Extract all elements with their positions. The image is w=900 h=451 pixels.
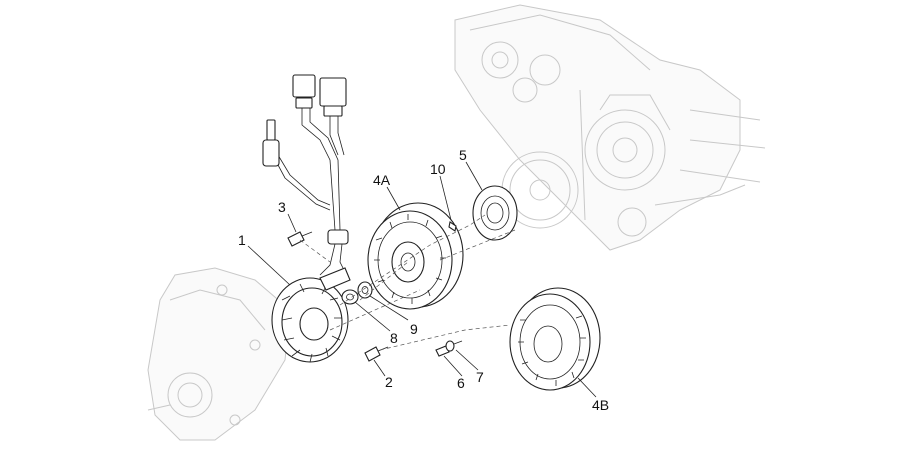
label-part-1: 1 [238, 232, 246, 248]
label-part-9: 9 [410, 321, 418, 337]
leader-lines [247, 161, 597, 398]
part-labels: 1 2 3 4A 4B 5 6 7 8 9 10 [238, 147, 609, 413]
flywheel-rotor-part-4b [509, 287, 601, 391]
assembly-guide-lines [299, 214, 516, 351]
label-part-7: 7 [476, 369, 484, 385]
label-part-10: 10 [430, 161, 446, 177]
stator-part-1 [271, 267, 351, 363]
flywheel-rotor-part-4a [367, 202, 464, 310]
screw-part-2 [364, 346, 389, 362]
screw-part-6-7 [435, 340, 463, 357]
freewheel-part-5 [472, 185, 518, 241]
key-part-10 [448, 221, 457, 232]
label-part-5: 5 [459, 147, 467, 163]
washer-part-9 [357, 281, 373, 299]
label-part-3: 3 [278, 199, 286, 215]
label-part-8: 8 [390, 330, 398, 346]
wiring-harness [262, 74, 349, 276]
label-part-4a: 4A [373, 172, 391, 188]
label-part-4b: 4B [592, 397, 609, 413]
engine-case-ghost [454, 4, 766, 251]
nut-part-8 [341, 289, 359, 305]
label-part-6: 6 [457, 375, 465, 391]
screw-part-3 [287, 231, 313, 247]
label-part-2: 2 [385, 374, 393, 390]
left-cover-ghost [147, 267, 291, 441]
